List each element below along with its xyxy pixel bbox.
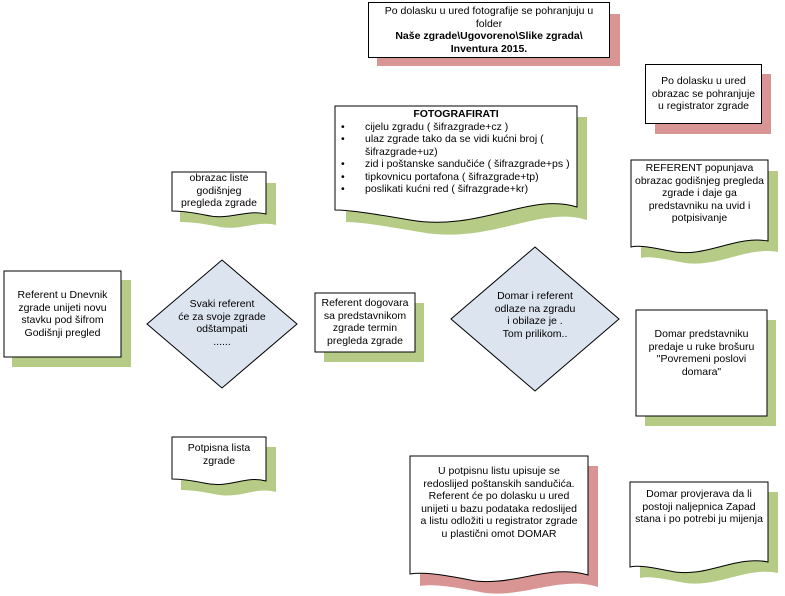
domar-provjerava-line3: stana i po potrebi ju mijenja <box>635 513 763 525</box>
u-potpisnu-text: U potpisnu listu upisuje se redoslijed p… <box>410 465 588 540</box>
obrazac-liste-line1: obrazac liste <box>189 172 249 184</box>
u-potpisnu-line5: a listu odložiti u registrator zgrade <box>420 515 578 527</box>
referent-dogovara-line4: pregleda zgrade <box>327 334 403 347</box>
svaki-referent-diamond <box>146 259 298 389</box>
note-photo-folder-path: Naše zgrade\Ugovoreno\Slike zgrada\ <box>395 30 583 42</box>
note-registrator-line1: Po dolasku u ured <box>661 75 746 88</box>
note-photo-folder: Po dolasku u ured fotografije se pohranj… <box>368 2 610 58</box>
domar-referent-diamond <box>450 246 620 392</box>
fotografirati-list: cijelu zgradu ( šifrazgrade+cz ) ulaz zg… <box>337 121 575 196</box>
domar-provjerava-line2: postoji naljepnica Zapad <box>642 500 756 513</box>
note-registrator-line2: obrazac se pohranjuje <box>651 87 756 100</box>
list-item: ulaz zgrade tako da se vidi kućni broj (… <box>341 133 575 158</box>
u-potpisnu-line1: U potpisnu listu upisuje se <box>438 465 560 477</box>
referent-popunjava-text: REFERENT popunjava obrazac godišnjeg pre… <box>631 162 768 225</box>
list-item: tipkovnicu portafona ( šifrazgrade+tp) <box>341 171 575 184</box>
referent-popunjava-line1: REFERENT popunjava <box>645 162 754 174</box>
svaki-referent-line1: Svaki referent <box>189 298 255 310</box>
referent-dogovara-line3: zgrade termin <box>332 322 398 334</box>
svaki-referent-line4: ...... <box>213 335 231 348</box>
referent-popunjava-document <box>630 159 769 254</box>
obrazac-liste-line3: pregleda zgrade <box>181 197 257 209</box>
list-item: zid i poštanske sandučiće ( šifrazgrade+… <box>341 158 575 171</box>
referent-dogovara-line2: sa predstavnikom <box>323 309 407 322</box>
u-potpisnu-line3: Referent će po dolasku u ured <box>428 490 570 502</box>
list-item: poslikati kućni red ( šifrazgrade+kr) <box>341 183 575 196</box>
fotografirati-content: FOTOGRAFIRATI cijelu zgradu ( šifrazgrad… <box>337 108 575 196</box>
domar-referent-text: Domar i referent odlaze na zgradu i obil… <box>480 290 590 340</box>
potpisna-lista-document <box>171 436 267 485</box>
referent-dogovara-line1: Referent dogovara <box>321 297 409 309</box>
u-potpisnu-line2: redoslijed poštanskih sandučića. <box>423 477 575 490</box>
svaki-referent-line3: odštampati <box>196 323 248 335</box>
domar-predstavniku-box <box>635 309 768 417</box>
referent-dogovara-box <box>314 292 416 353</box>
referent-popunjava-line4: predstavniku na uvid i <box>648 199 751 212</box>
obrazac-liste-text: obrazac liste godišnjeg pregleda zgrade <box>172 172 266 210</box>
referent-dnevnik-box <box>3 270 122 358</box>
domar-provjerava-line1: Domar provjerava da li <box>646 488 752 500</box>
fotografirati-title: FOTOGRAFIRATI <box>413 108 499 120</box>
domar-provjerava-document <box>629 481 769 574</box>
potpisna-lista-line1: Potpisna lista <box>187 442 251 454</box>
note-photo-folder-path2: Inventura 2015. <box>450 42 528 55</box>
svaki-referent-line2: će za svoje zgrade <box>178 310 266 323</box>
note-registrator-line3: u registrator zgrade <box>657 100 750 113</box>
referent-dnevnik-line3: stavku pod šifrom <box>21 314 104 326</box>
domar-referent-line3: i obilaze je . <box>507 315 563 327</box>
note-photo-folder-line2: folder <box>475 17 503 30</box>
domar-referent-line2: odlaze na zgradu <box>494 302 576 315</box>
domar-referent-line1: Domar i referent <box>497 290 573 302</box>
u-potpisnu-line4: unijeti u bazu podataka redoslijed <box>421 502 577 515</box>
domar-predstavniku-line4: domara" <box>681 365 722 378</box>
potpisna-lista-text: Potpisna lista zgrade <box>172 442 266 467</box>
obrazac-liste-line2: godišnjeg <box>196 184 242 197</box>
referent-dnevnik-line4: Godišnji pregled <box>24 326 101 339</box>
referent-dnevnik-text: Referent u Dnevnik zgrade unijeti novu s… <box>4 289 121 339</box>
note-registrator: Po dolasku u ured obrazac se pohranjuje … <box>645 64 762 124</box>
referent-dogovara-text: Referent dogovara sa predstavnikom zgrad… <box>315 297 415 347</box>
domar-predstavniku-text: Domar predstavniku predaje u ruke brošur… <box>636 328 767 378</box>
u-potpisnu-document <box>409 455 589 583</box>
referent-dnevnik-line2: zgrade unijeti novu <box>18 301 107 314</box>
domar-referent-line4: Tom prilikom.. <box>502 327 568 340</box>
list-item: cijelu zgradu ( šifrazgrade+cz ) <box>341 121 575 134</box>
referent-popunjava-line3: zgrade i daje ga <box>662 187 737 199</box>
u-potpisnu-line6: u plastični omot DOMAR <box>441 527 557 540</box>
referent-dnevnik-line1: Referent u Dnevnik <box>17 289 108 301</box>
referent-popunjava-line2: obrazac godišnjeg pregleda <box>634 174 764 187</box>
domar-provjerava-text: Domar provjerava da li postoji naljepnic… <box>630 488 768 526</box>
obrazac-liste-document <box>171 171 267 218</box>
note-photo-folder-line1: Po dolasku u ured fotografije se pohranj… <box>384 5 594 17</box>
potpisna-lista-line2: zgrade <box>202 454 236 467</box>
domar-predstavniku-line2: predaje u ruke brošuru <box>648 340 755 353</box>
domar-predstavniku-line3: "Povremeni poslovi <box>656 353 747 365</box>
referent-popunjava-line5: potpisivanje <box>671 212 728 224</box>
svaki-referent-text: Svaki referent će za svoje zgrade odštam… <box>167 298 277 348</box>
domar-predstavniku-line1: Domar predstavniku <box>654 328 749 340</box>
